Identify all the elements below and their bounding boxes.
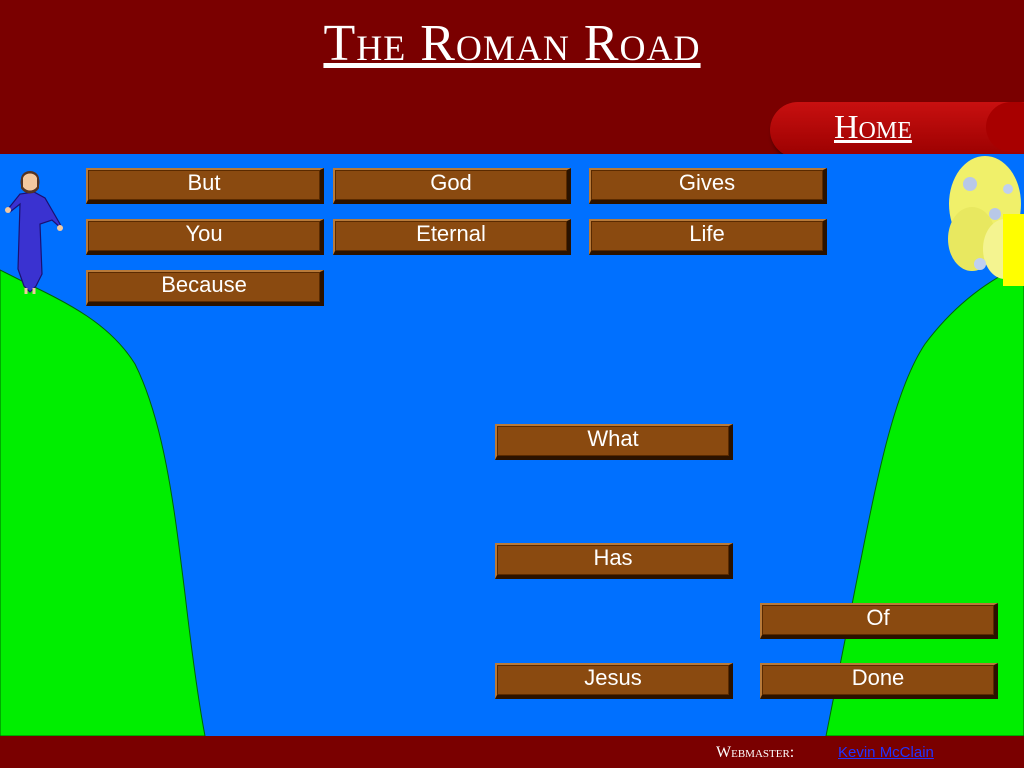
word-plank-you[interactable]: You	[86, 219, 324, 255]
figure-icon	[5, 171, 63, 294]
word-plank-done[interactable]: Done	[760, 663, 998, 699]
word-plank-eternal[interactable]: Eternal	[333, 219, 571, 255]
word-plank-has[interactable]: Has	[495, 543, 733, 579]
word-plank-of[interactable]: Of	[760, 603, 998, 639]
word-plank-god[interactable]: God	[333, 168, 571, 204]
word-plank-gives[interactable]: Gives	[589, 168, 827, 204]
footer-bar	[0, 736, 1024, 768]
word-plank-because[interactable]: Because	[86, 270, 324, 306]
home-link[interactable]: Home	[834, 109, 912, 146]
page-title: The Roman Road	[323, 15, 701, 72]
home-tab	[770, 102, 1024, 158]
word-plank-jesus[interactable]: Jesus	[495, 663, 733, 699]
left-cliff	[0, 269, 206, 736]
webmaster-link[interactable]: Kevin McClain	[838, 744, 934, 761]
webmaster-label: Webmaster:	[716, 744, 795, 761]
word-plank-life[interactable]: Life	[589, 219, 827, 255]
tree-icon	[948, 156, 1024, 286]
word-plank-what[interactable]: What	[495, 424, 733, 460]
word-plank-but[interactable]: But	[86, 168, 324, 204]
home-tab-cap	[986, 102, 1024, 152]
